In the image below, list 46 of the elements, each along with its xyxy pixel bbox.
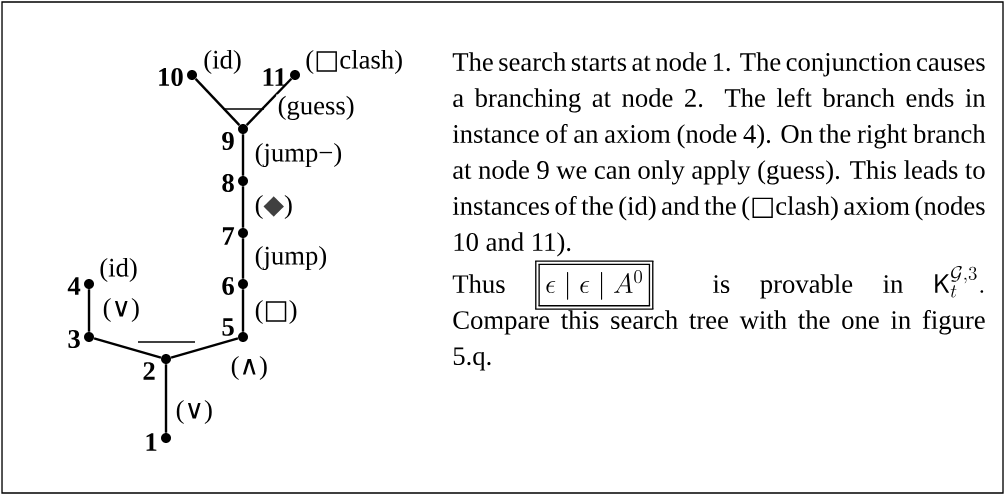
tree-node: 5 — [222, 318, 248, 342]
tree-node: 7 — [222, 227, 248, 245]
tree-edge — [245, 77, 293, 127]
rule-label: (□clash) — [306, 49, 402, 75]
tree-edge — [241, 289, 245, 332]
tree-edge — [164, 364, 168, 433]
tree-node: 8 — [222, 174, 248, 192]
tree-edge — [93, 337, 162, 359]
tree-edge — [241, 238, 245, 279]
node-label: 6 — [222, 277, 234, 295]
node-label: 8 — [222, 174, 234, 192]
rule-label: (□) — [253, 298, 299, 326]
rule-label: (∨) — [174, 398, 215, 426]
rule-label: (id) — [100, 257, 137, 283]
tree-edge — [170, 337, 239, 359]
text: Thus — [452, 274, 505, 294]
paragraph: The search starts at node 1. The conjunction causes a branching at node 2. The left branch ends in instance of an axiom (node 4). On the right branch at node 9 we can only apply (guess). This leads to instances of the (id) and the (□clash) axiom (nodes 10 and 11). — [452, 52, 986, 257]
tree-node: 3 — [68, 330, 94, 348]
node-label: 5 — [222, 318, 234, 336]
rule-label: (∧) — [229, 354, 270, 382]
node-label: 1 — [146, 433, 157, 451]
tree-node: 10 — [159, 68, 197, 86]
tree-edge — [241, 134, 245, 176]
node-label: 2 — [143, 362, 155, 380]
node-label: 3 — [68, 330, 80, 348]
formula: $\mathsf{K}_t^{\mathcal{G},3}.$ — [935, 266, 984, 298]
node-label: 7 — [222, 227, 235, 245]
tree-edge — [194, 78, 241, 126]
tree-node: 9 — [222, 124, 248, 150]
tree-node: 4 — [67, 277, 94, 295]
tree-edge — [87, 289, 91, 332]
rule-label: (id) — [204, 49, 241, 75]
rule-label: (jump−) — [253, 141, 344, 169]
tree-node: 2 — [143, 354, 171, 380]
tree-node: 6 — [222, 277, 248, 295]
text: is provable in — [713, 274, 903, 299]
paragraph: Compare this search tree with the one in figure 5.q. — [453, 310, 985, 371]
tree-node: 11 — [263, 68, 300, 86]
rule-label: (∨) — [101, 296, 142, 324]
rule-label: (guess) — [276, 94, 356, 122]
tree-node: 1 — [146, 433, 171, 451]
node-label: 9 — [222, 132, 234, 150]
rule-label: (◆) — [253, 193, 295, 221]
rule-label: (jump) — [253, 244, 329, 272]
tree-edge — [241, 186, 245, 228]
formula-box: $\epsilon \mid \epsilon \mid A^0$ — [534, 260, 655, 310]
